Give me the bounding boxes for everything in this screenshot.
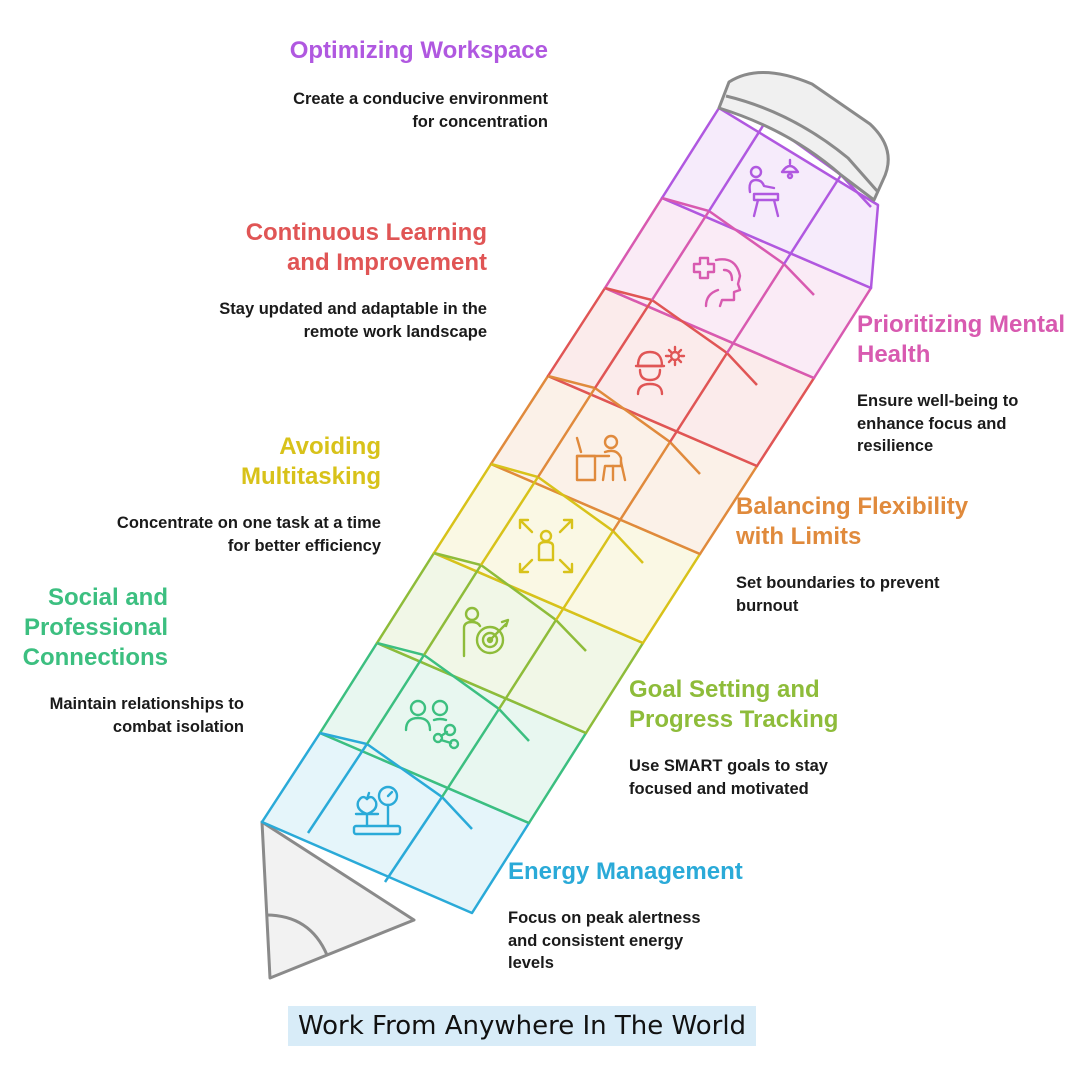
desc-avoiding-multitasking: Concentrate on one task at a time for be… bbox=[116, 514, 381, 555]
desc-goal-setting: Use SMART goals to stay focused and moti… bbox=[629, 757, 828, 798]
desc-social-connections: Maintain relationships to combat isolati… bbox=[49, 695, 244, 736]
callout-energy-management: Energy Management Focus on peak alertnes… bbox=[508, 857, 768, 975]
callout-balancing-flexibility: Balancing Flexibility with Limits Set bo… bbox=[736, 492, 996, 617]
title-mental-health: Prioritizing Mental Health bbox=[857, 311, 1066, 368]
title-balancing-flexibility: Balancing Flexibility with Limits bbox=[736, 493, 969, 550]
footer-caption: Work From Anywhere In The World bbox=[288, 1006, 756, 1046]
callout-goal-setting: Goal Setting and Progress Tracking Use S… bbox=[629, 675, 889, 800]
people-network-icon bbox=[404, 699, 460, 750]
scale-apple-icon bbox=[352, 785, 402, 836]
segment-workspace bbox=[660, 106, 880, 290]
pencil-tip bbox=[260, 820, 416, 980]
person-focus-arrows-icon bbox=[518, 518, 574, 574]
title-social-connections: Social and Professional Connections bbox=[22, 584, 168, 671]
head-health-icon bbox=[692, 256, 742, 308]
person-lamp-icon bbox=[748, 158, 800, 218]
worker-gear-icon bbox=[634, 345, 686, 396]
desc-continuous-learning: Stay updated and adaptable in the remote… bbox=[219, 300, 487, 341]
callout-social-connections: Social and Professional Connections Main… bbox=[10, 583, 244, 738]
person-target-icon bbox=[462, 606, 510, 658]
callout-avoiding-multitasking: Avoiding Multitasking Concentrate on one… bbox=[100, 432, 381, 557]
desc-optimizing-workspace: Create a conducive environment for conce… bbox=[293, 90, 548, 131]
person-desk-icon bbox=[575, 434, 627, 482]
desc-balancing-flexibility: Set boundaries to prevent burnout bbox=[736, 574, 940, 615]
title-goal-setting: Goal Setting and Progress Tracking bbox=[629, 676, 839, 733]
desc-energy-management: Focus on peak alertness and consistent e… bbox=[508, 909, 701, 972]
title-optimizing-workspace: Optimizing Workspace bbox=[289, 37, 548, 64]
facet-lines bbox=[306, 106, 872, 883]
desc-mental-health: Ensure well-being to enhance focus and r… bbox=[857, 392, 1019, 455]
title-avoiding-multitasking: Avoiding Multitasking bbox=[240, 433, 381, 490]
callout-optimizing-workspace: Optimizing Workspace Create a conducive … bbox=[268, 36, 548, 133]
callout-mental-health: Prioritizing Mental Health Ensure well-b… bbox=[857, 310, 1077, 458]
pencil-eraser bbox=[717, 71, 890, 202]
title-energy-management: Energy Management bbox=[508, 858, 743, 885]
callout-continuous-learning: Continuous Learning and Improvement Stay… bbox=[200, 218, 487, 343]
title-continuous-learning: Continuous Learning and Improvement bbox=[245, 219, 487, 276]
